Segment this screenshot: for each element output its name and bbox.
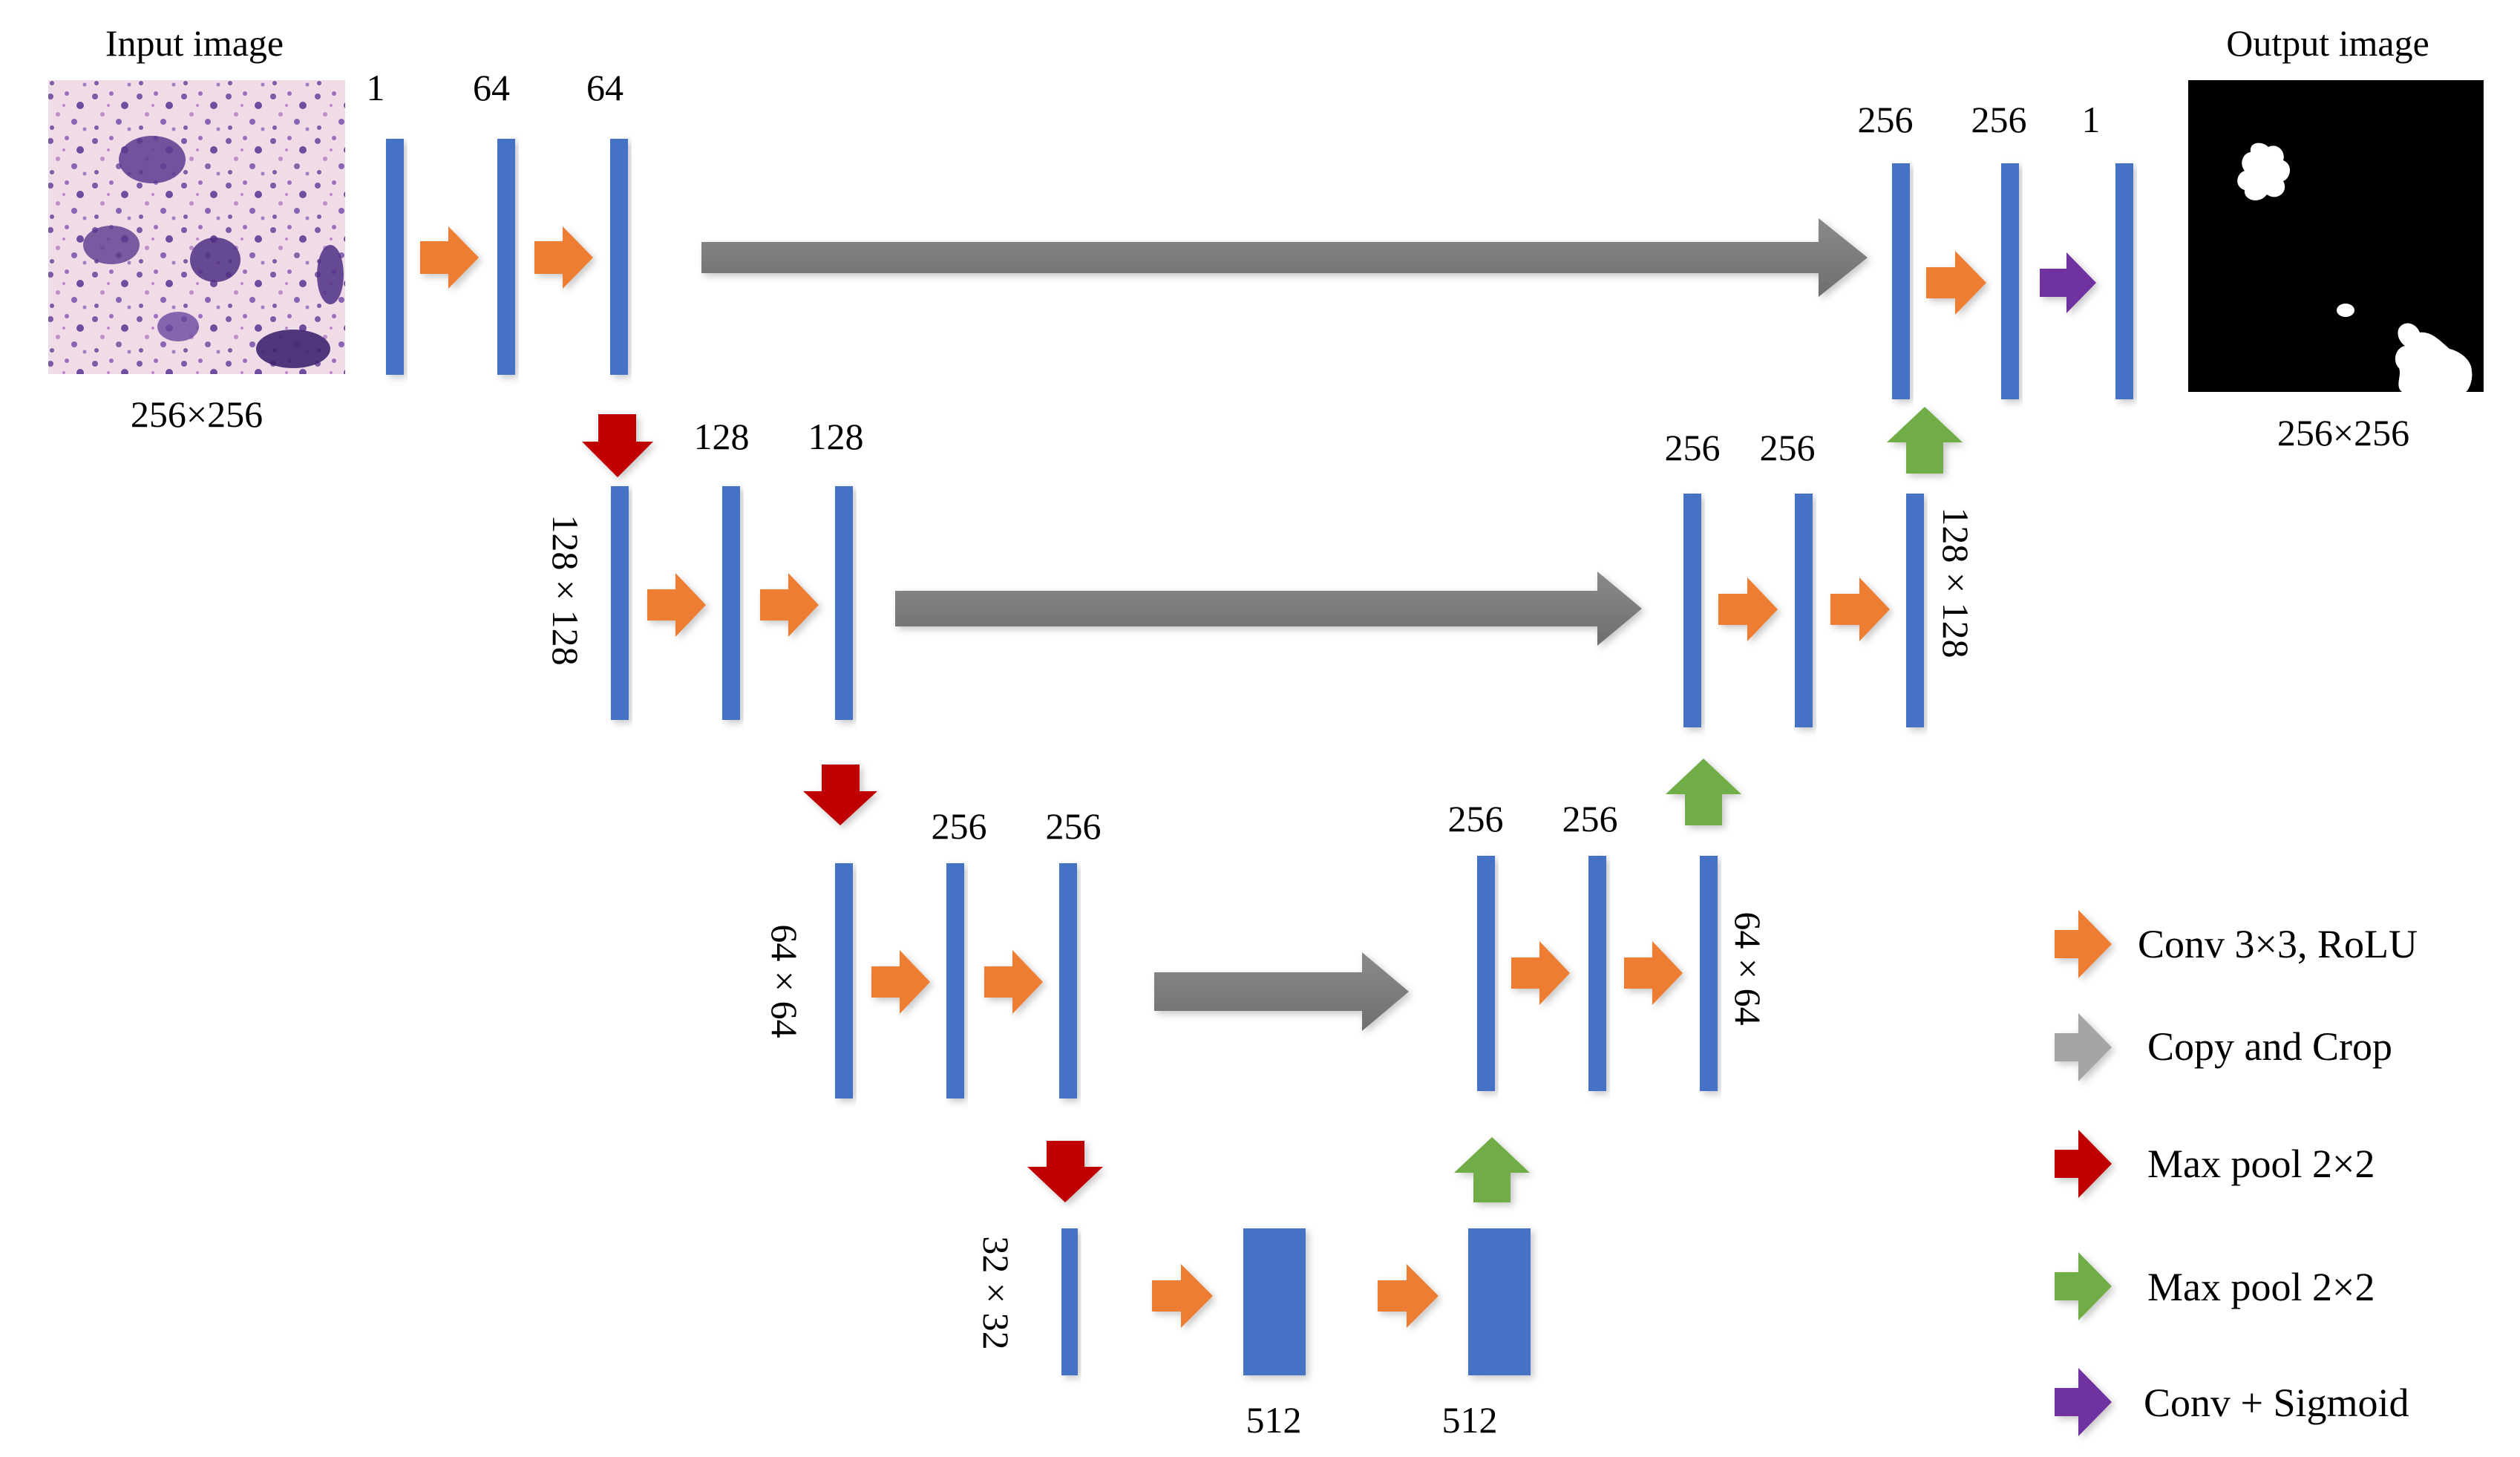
legend-label-conv: Conv 3×3, RoLU	[2138, 922, 2418, 966]
feature-map-dec3-a	[1477, 856, 1495, 1091]
channel-label-dec1-1: 256	[1858, 99, 1914, 140]
feature-map-bottleneck-c	[1468, 1228, 1531, 1375]
conv-arrow-enc3-a	[871, 950, 930, 1014]
legend: Conv 3×3, RoLU Copy and Crop Max pool 2×…	[2055, 910, 2418, 1436]
output-image-title: Output image	[2226, 22, 2429, 64]
resolution-level3-left: 64 × 64	[764, 924, 805, 1038]
channel-label-dec3-2: 256	[1562, 798, 1618, 839]
input-image-size: 256×256	[131, 393, 263, 435]
copy-crop-arrow-level1	[701, 218, 1868, 297]
conv-arrow-enc2-a	[647, 573, 706, 637]
input-image-title: Input image	[105, 22, 284, 64]
conv-arrow-enc1-a	[420, 226, 479, 289]
feature-map-bottleneck-a	[1061, 1228, 1078, 1375]
up-conv-arrow-2	[1666, 759, 1741, 825]
conv-arrow-dec2-b	[1830, 577, 1890, 641]
feature-map-enc2-c	[835, 486, 853, 720]
feature-map-dec3-c	[1700, 856, 1718, 1091]
conv-arrow-enc3-b	[984, 950, 1043, 1014]
up-conv-arrow-3	[1454, 1137, 1530, 1202]
conv-arrow-enc1-b	[534, 226, 593, 289]
resolution-level3-right: 64 × 64	[1727, 911, 1769, 1025]
sigmoid-arrow	[2040, 252, 2096, 313]
feature-map-enc3-c	[1059, 863, 1077, 1099]
feature-map-enc2-a	[611, 486, 629, 720]
feature-map-enc1-a	[386, 139, 404, 375]
channel-label-dec1-3: 1	[2082, 99, 2101, 140]
copy-crop-arrow-level3	[1154, 952, 1409, 1031]
max-pool-arrow-1	[582, 414, 653, 477]
feature-map-dec3-b	[1588, 856, 1606, 1091]
feature-map-enc3-a	[835, 863, 853, 1099]
legend-label-copy-crop: Copy and Crop	[2147, 1024, 2392, 1069]
channel-label-bottleneck-2: 512	[1442, 1399, 1498, 1441]
feature-map-dec1-c	[2115, 163, 2133, 399]
legend-max-pool-icon	[2055, 1130, 2112, 1198]
channel-label-enc1-1: 1	[367, 67, 385, 108]
conv-arrow-bottleneck-a	[1152, 1264, 1213, 1328]
feature-map-bottleneck-b	[1243, 1228, 1306, 1375]
channel-label-enc2-2: 128	[808, 416, 864, 457]
conv-arrow-dec3-b	[1624, 941, 1683, 1005]
legend-conv-icon	[2055, 910, 2112, 978]
feature-map-enc1-c	[610, 139, 628, 375]
output-image	[2188, 80, 2484, 392]
feature-map-enc3-b	[946, 863, 964, 1099]
conv-arrow-dec3-a	[1511, 941, 1570, 1005]
channel-label-dec2-2: 256	[1760, 427, 1816, 468]
feature-map-dec1-b	[2001, 163, 2019, 399]
legend-up-conv-icon	[2055, 1252, 2112, 1320]
conv-arrow-bottleneck-b	[1378, 1264, 1439, 1328]
legend-label-max-pool: Max pool 2×2	[2147, 1142, 2375, 1186]
feature-map-dec1-a	[1892, 163, 1910, 399]
channel-label-dec3-1: 256	[1448, 798, 1504, 839]
channel-label-dec2-1: 256	[1665, 427, 1721, 468]
resolution-level2-right: 128 × 128	[1935, 507, 1977, 658]
feature-map-dec2-c	[1906, 494, 1924, 727]
up-conv-arrow-1	[1887, 407, 1963, 474]
channel-label-enc3-1: 256	[932, 805, 987, 847]
output-image-size: 256×256	[2277, 412, 2409, 454]
input-image	[48, 80, 345, 374]
channel-label-enc1-2: 64	[473, 67, 510, 108]
conv-arrow-enc2-b	[760, 573, 819, 637]
channel-label-enc3-2: 256	[1046, 805, 1102, 847]
resolution-level2-left: 128 × 128	[545, 514, 586, 665]
channel-label-enc2-1: 128	[694, 416, 750, 457]
legend-label-sigmoid: Conv + Sigmoid	[2144, 1381, 2409, 1425]
max-pool-arrow-2	[803, 764, 877, 825]
channel-label-dec1-2: 256	[1971, 99, 2027, 140]
copy-crop-arrow-level2	[895, 572, 1642, 646]
legend-label-up-conv: Max pool 2×2	[2147, 1265, 2375, 1309]
channel-label-bottleneck-1: 512	[1246, 1399, 1302, 1441]
feature-map-dec2-b	[1795, 494, 1813, 727]
feature-map-enc1-b	[497, 139, 515, 375]
max-pool-arrow-3	[1027, 1141, 1103, 1202]
feature-map-dec2-a	[1683, 494, 1701, 727]
resolution-level4: 32 × 32	[975, 1236, 1017, 1349]
feature-map-enc2-b	[722, 486, 740, 720]
legend-copy-crop-icon	[2055, 1013, 2112, 1081]
conv-arrow-dec2-a	[1718, 577, 1778, 641]
conv-arrow-dec1	[1926, 251, 1986, 315]
legend-sigmoid-icon	[2055, 1368, 2112, 1436]
channel-label-enc1-3: 64	[586, 67, 624, 108]
